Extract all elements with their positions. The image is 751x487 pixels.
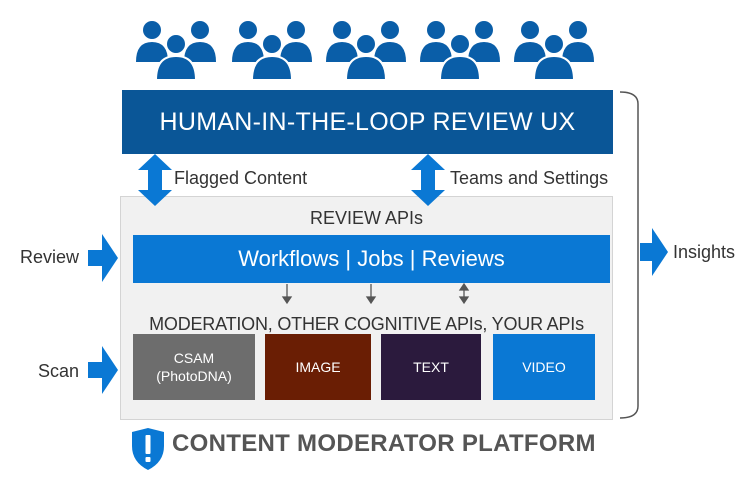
people-group-icon	[136, 21, 216, 81]
insights-side-label: Insights	[673, 242, 736, 262]
tile-image-label: IMAGE	[295, 359, 341, 375]
review-ux-bar: HUMAN-IN-THE-LOOP REVIEW UX	[122, 90, 613, 154]
tile-csam-line2: (PhotoDNA)	[156, 368, 232, 384]
users-row	[130, 18, 600, 90]
tile-text-label: TEXT	[413, 359, 449, 375]
right-arrow-icon	[640, 228, 668, 276]
shield-exclamation-icon	[132, 428, 164, 470]
bracket-icon	[619, 91, 639, 419]
flagged-content-label: Flagged Content	[174, 168, 308, 188]
review-ux-title: HUMAN-IN-THE-LOOP REVIEW UX	[159, 107, 576, 136]
tile-video-label: VIDEO	[522, 359, 566, 375]
people-group-icon	[420, 21, 500, 81]
right-arrow-icon	[88, 346, 118, 394]
right-arrow-icon	[88, 234, 118, 282]
people-group-icon	[514, 21, 594, 81]
teams-settings-label: Teams and Settings	[450, 168, 609, 188]
workflows-bar-label: Workflows | Jobs | Reviews	[238, 246, 505, 271]
review-side-label: Review	[20, 247, 80, 267]
scan-side-label: Scan	[38, 361, 80, 381]
tile-image: IMAGE	[265, 334, 371, 400]
tile-csam-line1: CSAM	[173, 350, 215, 366]
review-apis-title: REVIEW APIs	[309, 208, 424, 228]
tile-text: TEXT	[381, 334, 481, 400]
people-group-icon	[232, 21, 312, 81]
tile-csam: CSAM (PhotoDNA)	[133, 334, 255, 400]
workflows-bar: Workflows | Jobs | Reviews	[133, 235, 610, 283]
tile-video: VIDEO	[493, 334, 595, 400]
moderation-title: MODERATION, OTHER COGNITIVE APIs, YOUR A…	[149, 314, 584, 334]
people-group-icon	[326, 21, 406, 81]
platform-title: CONTENT MODERATOR PLATFORM	[172, 430, 596, 457]
